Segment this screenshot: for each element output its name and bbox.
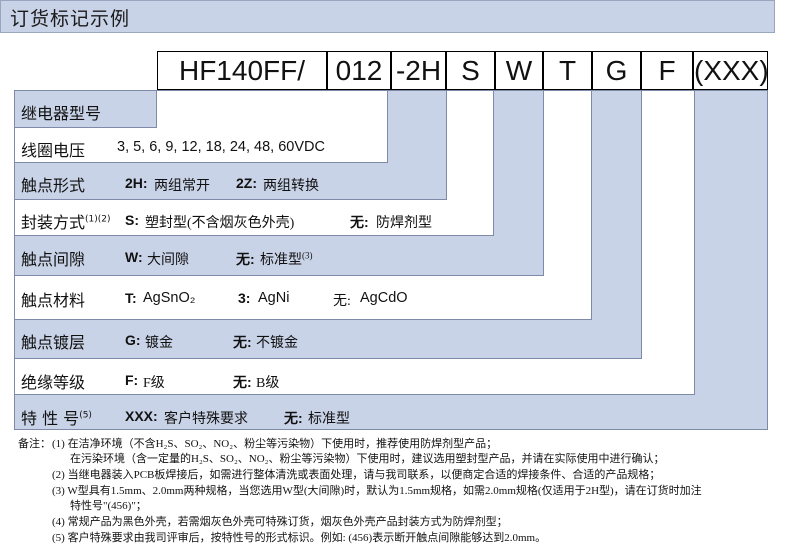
note-line: (4) 常规产品为黑色外壳，若需烟灰色外壳可特殊订货，烟灰色外壳产品封装方式为防… [52,516,508,528]
row-label-contact-gap: 触点间隙 [21,250,86,269]
note-line: (5) 客户特殊要求由我司评审后，按特性号的形式标识。例如: (456)表示断开… [52,532,547,544]
header-bar [0,0,775,33]
option-text: 两组常开 [154,179,210,194]
option-text: 标准型(3) [260,250,313,268]
row-label-coil-voltage: 线圈电压 [21,141,86,160]
bar-model [14,90,157,128]
option-code: 无: [233,334,252,350]
footnote-ref: (3) [302,250,313,261]
option-text: 防焊剂型 [376,216,432,231]
code-voltage: 012 [327,51,391,90]
note-line: 特性号"(456)"； [70,500,147,512]
row-label-model: 继电器型号 [21,104,102,123]
code-model: HF140FF/ [157,51,327,90]
option-code: 无: [333,294,351,309]
option-text: 标准型 [308,412,350,427]
row-label-contact-material: 触点材料 [21,291,86,310]
code-contact-form: -2H [391,51,446,90]
code-material: T [543,51,592,90]
option-code: 2H: [125,175,148,191]
code-plating: G [592,51,641,90]
option-text: AgNi [258,290,290,306]
option-code: G: [125,332,141,348]
option-text: 两组转换 [263,179,319,194]
option-code: T: [125,290,137,306]
option-text: AgCdO [360,290,408,306]
note-line: 在污染环境（含一定量的H₂S、SO₂、NO₂、粉尘等污染物）下使用时，建议选用塑… [70,453,665,465]
page-title: 订货标记示例 [10,8,131,30]
row-label-enclosure: 封装方式(1)(2) [21,213,111,232]
option-code: S: [125,212,139,228]
option-text: AgSnO₂ [143,290,196,306]
coil-voltage-values: 3, 5, 6, 9, 12, 18, 24, 48, 60VDC [117,139,325,155]
option-text: 塑封型(不含烟灰色外壳) [145,216,295,231]
footnote-ref: (1)(2) [85,214,111,225]
option-code: XXX: [125,408,158,424]
option-code: 2Z: [236,175,257,191]
option-text: 大间隙 [147,253,189,268]
note-line: (1) 在洁净环境（不含H₂S、SO₂、NO₂、粉尘等污染物）下使用时，推荐使用… [52,438,498,450]
option-code: 3: [238,290,251,306]
option-code: F: [125,372,139,388]
code-enclosure: S [446,51,495,90]
code-gap: W [495,51,543,90]
code-insulation: F [641,51,693,90]
row-label-special-code: 特 性 号(5) [21,409,92,428]
option-code: 无: [233,374,252,390]
row-label-contact-form: 触点形式 [21,176,86,195]
option-text: 镀金 [145,336,173,351]
option-code: 无: [284,410,303,426]
notes-prefix: 备注： [18,438,51,450]
option-code: W: [125,249,143,265]
footnote-ref: (5) [79,410,92,421]
row-label-contact-plating: 触点镀层 [21,333,86,352]
option-code: 无: [350,214,369,230]
option-text: 客户特殊要求 [164,412,248,427]
row-label-insulation-class: 绝缘等级 [21,373,86,392]
option-code: 无: [236,251,255,267]
note-line: (3) W型具有1.5mm、2.0mm两种规格，当您选用W型(大间隙)时，默认为… [52,485,702,497]
option-text: F级 [143,376,165,391]
code-special: (XXX) [693,51,769,90]
option-text: 不镀金 [256,336,298,351]
option-text: B级 [256,376,280,391]
note-line: (2) 当继电器装入PCB板焊接后，如需进行整体清洗或表面处理，请与我司联系，以… [52,469,661,481]
